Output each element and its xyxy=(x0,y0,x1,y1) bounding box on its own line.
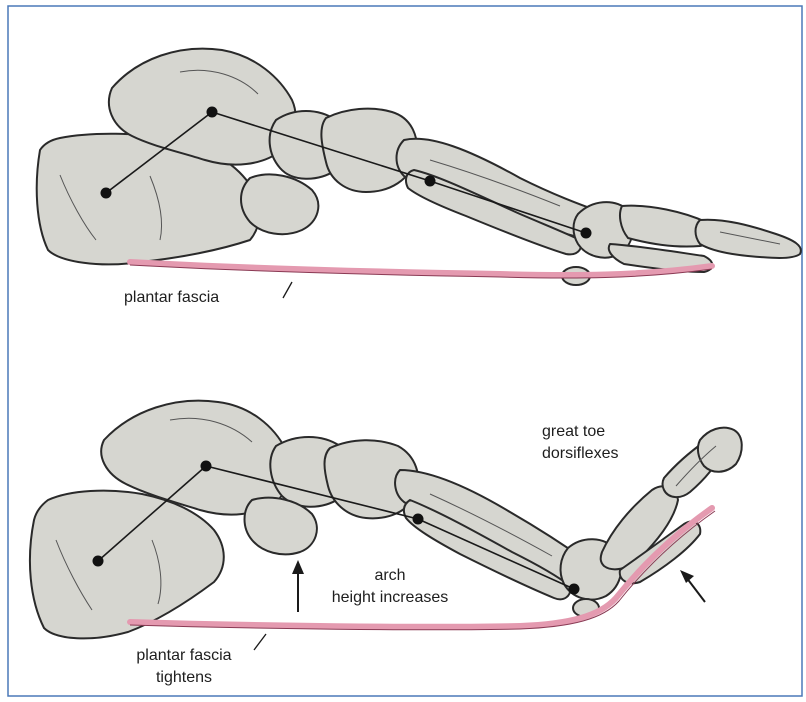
arch-height-arrow xyxy=(292,560,304,612)
bottom-plantar-fascia-label-line2: tightens xyxy=(114,668,254,688)
great-toe-label-line1: great toe xyxy=(542,422,605,442)
top-plantar-fascia-leader xyxy=(283,282,292,298)
great-toe-label-line2: dorsiflexes xyxy=(542,444,618,464)
bottom-plantar-fascia-label-line1: plantar fascia xyxy=(114,646,254,666)
arch-label-line1: arch xyxy=(310,566,470,586)
arch-label-line2: height increases xyxy=(310,588,470,608)
great-toe-arrow xyxy=(680,570,705,602)
top-plantar-fascia-label: plantar fascia xyxy=(124,288,219,308)
top-foot-skeleton xyxy=(37,49,801,285)
bottom-plantar-fascia-leader xyxy=(254,634,266,650)
